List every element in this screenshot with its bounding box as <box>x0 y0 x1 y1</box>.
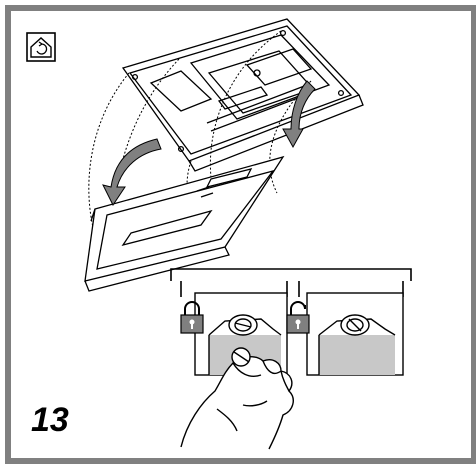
return-home-icon <box>26 32 56 62</box>
step-number: 13 <box>31 401 69 439</box>
unlocked-detail <box>306 292 404 376</box>
padlock-unlocked-icon <box>286 301 310 334</box>
hand <box>180 347 294 450</box>
curved-arrow-icon <box>282 80 316 149</box>
grease-filter-panel <box>84 155 285 292</box>
curved-arrow-icon <box>102 138 162 206</box>
instruction-panel: 13 <box>5 5 476 464</box>
padlock-locked-icon <box>180 301 204 334</box>
illustration <box>26 18 412 450</box>
